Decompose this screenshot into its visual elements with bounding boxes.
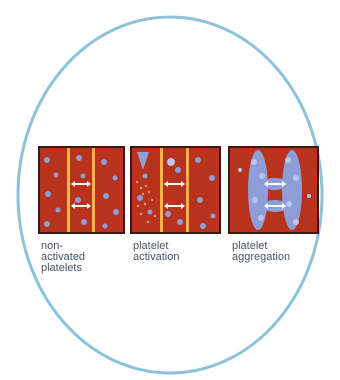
double-arrows xyxy=(71,181,91,209)
panel-activation xyxy=(130,146,221,234)
caption-platelet-activation: platelet activation xyxy=(133,240,180,263)
vessel-wall-right xyxy=(92,148,95,232)
double-arrows xyxy=(164,181,185,209)
caption-platelet-aggregation: platelet aggregation xyxy=(232,240,291,263)
platelet-highlights xyxy=(238,157,311,225)
aggregated-platelet-clumps xyxy=(248,150,302,230)
caption-non-activated-platelets: non- activated platelets xyxy=(41,240,86,274)
panel-background xyxy=(228,146,319,234)
panel-non-activated xyxy=(38,146,125,234)
release-dots xyxy=(136,181,156,223)
vessel-wall-left xyxy=(67,148,70,232)
vessel-wall-left xyxy=(160,148,163,232)
panel-aggregation xyxy=(228,146,319,234)
vessel-wall-right xyxy=(186,148,189,232)
platelets xyxy=(44,155,119,229)
outer-circle xyxy=(16,15,324,375)
activated-platelets xyxy=(137,152,216,229)
panel-background xyxy=(38,146,125,234)
double-arrows xyxy=(264,181,286,209)
